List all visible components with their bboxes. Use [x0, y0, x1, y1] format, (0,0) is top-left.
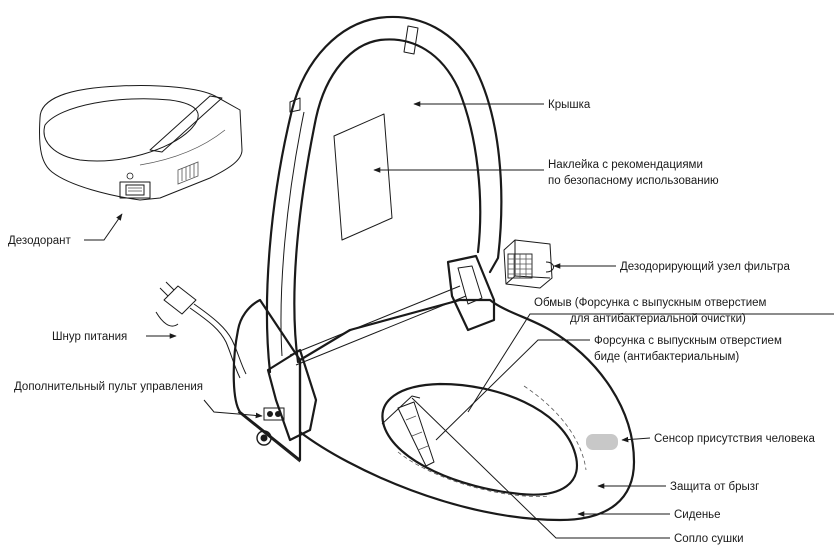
label-aux-panel: Дополнительный пульт управления — [14, 381, 203, 393]
closed-unit-illustration — [39, 85, 243, 201]
power-cord-illustration — [155, 281, 247, 379]
leader-wash — [467, 313, 834, 413]
label-wash-line2: для антибактериальной очистки) — [570, 313, 746, 325]
leader-bidet — [435, 339, 590, 441]
label-sensor: Сенсор присутствия человека — [654, 433, 815, 445]
labels: Крышка Наклейка с рекомендациями по безо… — [8, 99, 815, 545]
label-sticker-line2: по безопасному использованию — [548, 175, 719, 187]
label-splash: Защита от брызг — [670, 481, 759, 493]
label-bidet-line1: Форсунка с выпускным отверстием — [594, 335, 782, 347]
label-wash-line1: Обмыв (Форсунка с выпускным отверстием — [534, 297, 767, 309]
seat-body-illustration — [232, 254, 636, 522]
label-sticker-line1: Наклейка с рекомендациями — [548, 159, 703, 171]
leader-dryer — [411, 397, 670, 539]
filter-module-illustration — [503, 239, 554, 289]
lid-illustration — [265, 15, 503, 374]
label-filter: Дезодорирующий узел фильтра — [620, 261, 790, 273]
label-power-cord: Шнур питания — [52, 331, 127, 343]
label-bidet-line2: биде (антибактериальным) — [594, 351, 739, 363]
leader-aux-panel — [203, 399, 263, 419]
label-lid: Крышка — [548, 99, 591, 111]
leader-lines — [84, 101, 834, 539]
leader-sensor — [621, 436, 651, 443]
label-seat: Сиденье — [674, 509, 721, 521]
label-deodorizer: Дезодорант — [8, 235, 71, 247]
label-dryer: Сопло сушки — [674, 533, 744, 545]
leader-deodorizer — [84, 213, 123, 241]
